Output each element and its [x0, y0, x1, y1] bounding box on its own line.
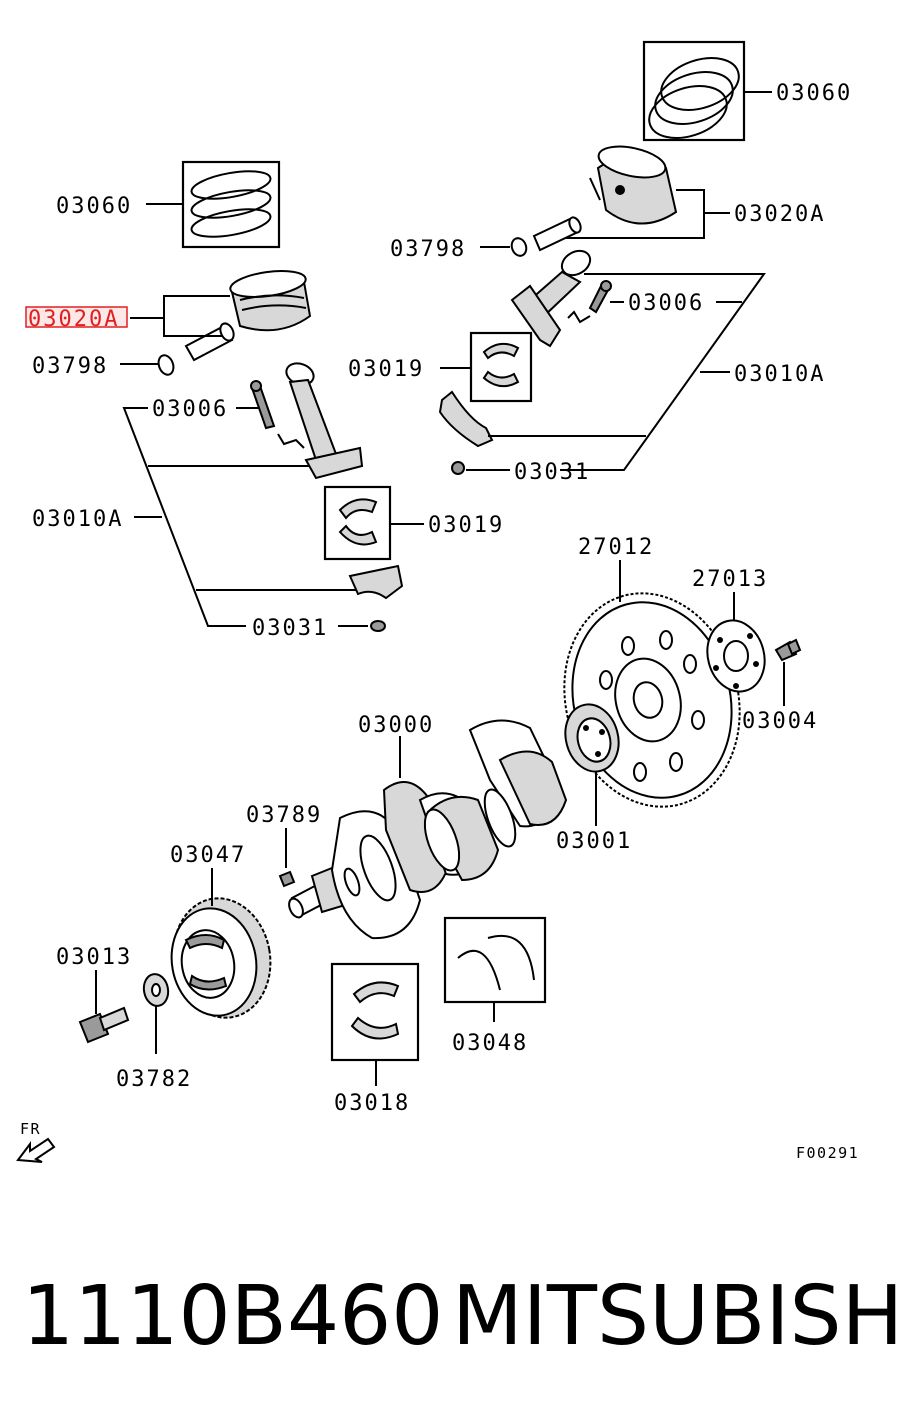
pulley-bolt [78, 1006, 130, 1044]
rod-bearing-left [323, 485, 392, 561]
footer-brand: MITSUBISHI [452, 1269, 909, 1364]
connecting-rod-left [285, 362, 364, 480]
piston-rings-right [642, 40, 746, 142]
label-main-bearing: 03018 [334, 1091, 410, 1116]
woodruff-key [278, 870, 296, 888]
label-adapter-plate: 27013 [692, 567, 768, 592]
front-arrow-icon [16, 1137, 56, 1163]
pin-ring-left [157, 354, 175, 376]
label-bolt-right: 03006 [628, 291, 704, 316]
label-rod-bearing-left: 03019 [428, 513, 504, 538]
label-rod-assy-left: 03010A [32, 507, 123, 532]
label-drive-plate: 27012 [578, 535, 654, 560]
crankshaft [288, 719, 568, 940]
label-thrust-bearing: 03048 [452, 1031, 528, 1056]
main-bearing [330, 962, 420, 1062]
piston-pin-left [184, 322, 235, 362]
label-washer: 03782 [116, 1067, 192, 1092]
rod-cap-right [438, 390, 494, 448]
label-crank-adapter: 03001 [556, 829, 632, 854]
piston-left [229, 269, 312, 332]
washer [142, 973, 170, 1007]
label-pin-ring-right: 03798 [390, 237, 466, 262]
rod-cap-left [348, 564, 404, 600]
label-crankshaft: 03000 [358, 713, 434, 738]
piston-right [589, 145, 678, 225]
crank-adapter [564, 703, 620, 773]
front-indicator: FR [20, 1120, 41, 1138]
plate-bolt [774, 638, 802, 662]
label-pin-ring-left: 03798 [32, 354, 108, 379]
label-plate-bolt: 03004 [742, 709, 818, 734]
pin-ring-right [510, 237, 528, 257]
label-bolt-left: 03006 [152, 397, 228, 422]
damper-pulley [170, 897, 272, 1019]
label-piston-left-highlight [25, 306, 128, 328]
rod-bolt-right [588, 280, 612, 314]
rod-bolt-left [250, 380, 276, 430]
label-damper-pulley: 03047 [170, 843, 246, 868]
drive-plate [563, 592, 741, 808]
rod-bearing-right [469, 331, 533, 403]
piston-rings-left [181, 160, 281, 249]
footer: 1110B460 MITSUBISHI [0, 1262, 909, 1372]
label-piston-right: 03020A [734, 202, 825, 227]
label-rings-right: 03060 [776, 81, 852, 106]
figure-code: F00291 [796, 1144, 859, 1162]
label-rod-bearing-right: 03019 [348, 357, 424, 382]
piston-pin-right [532, 216, 582, 252]
rod-nut-left [370, 620, 386, 632]
label-pulley-bolt: 03013 [56, 945, 132, 970]
label-nut-left: 03031 [252, 616, 328, 641]
footer-part-number: 1110B460 [22, 1269, 444, 1364]
label-rod-assy-right: 03010A [734, 362, 825, 387]
rod-nut-right [451, 461, 465, 475]
thrust-bearing [443, 916, 547, 1004]
label-piston-left: 03020A [28, 307, 119, 332]
label-key: 03789 [246, 803, 322, 828]
label-nut-right: 03031 [514, 460, 590, 485]
label-rings-left: 03060 [56, 194, 132, 219]
connecting-rod-right [510, 249, 592, 348]
adapter-plate [706, 619, 766, 693]
